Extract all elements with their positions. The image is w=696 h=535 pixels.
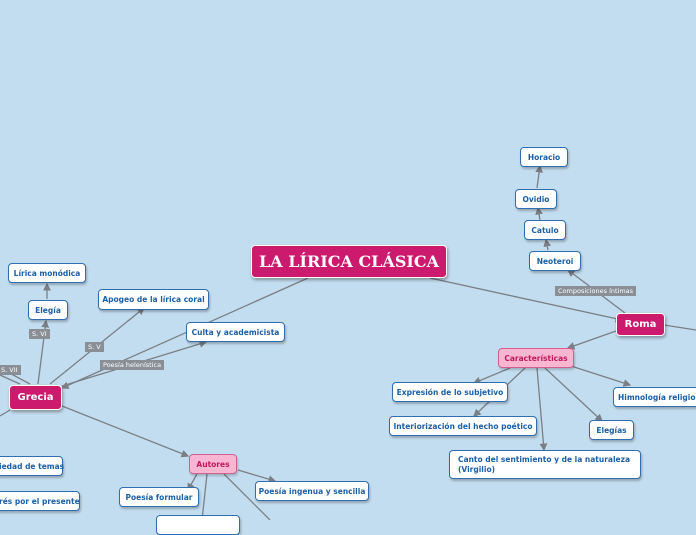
node-lirica-monodica[interactable]: Lírica monódica <box>8 263 86 283</box>
node-elegias[interactable]: Elegías <box>589 420 634 440</box>
branch-grecia[interactable]: Grecia <box>9 385 62 410</box>
tag-s-vii[interactable]: S. VII <box>0 365 21 375</box>
node-expresion-subjetivo[interactable]: Expresión de lo subjetivo <box>392 382 508 402</box>
node-neoteroi[interactable]: Neoteroi <box>529 251 581 271</box>
node-culta-academicista[interactable]: Culta y academicista <box>186 322 285 342</box>
node-interiorizacion[interactable]: Interiorización del hecho poético <box>389 416 537 436</box>
node-himnologia[interactable]: Himnología religios <box>613 387 696 407</box>
node-canto-sentimiento[interactable]: Canto del sentimiento y de la naturaleza… <box>449 450 641 479</box>
node-variedad-temas[interactable]: iedad de temas <box>0 456 64 476</box>
node-horacio[interactable]: Horacio <box>520 147 568 167</box>
node-caracteristicas[interactable]: Características <box>498 348 574 368</box>
node-interes-presente[interactable]: rés por el presente <box>0 491 80 511</box>
tag-composiciones-intimas[interactable]: Composiciones íntimas <box>555 286 637 296</box>
node-poesia-formular[interactable]: Poesía formular <box>119 487 199 507</box>
branch-roma[interactable]: Roma <box>616 313 665 336</box>
tag-poesia-helenistica[interactable]: Poesía helenística <box>100 360 165 370</box>
node-partial-bottom[interactable] <box>156 515 240 535</box>
node-apogeo-lirica-coral[interactable]: Apogeo de la lírica coral <box>98 289 209 310</box>
central-topic[interactable]: LA LÍRICA CLÁSICA <box>251 245 447 278</box>
node-autores[interactable]: Autores <box>189 454 237 474</box>
tag-s-v[interactable]: S. V <box>85 342 104 352</box>
node-ovidio[interactable]: Ovidio <box>515 189 557 209</box>
node-catulo[interactable]: Catulo <box>524 220 566 240</box>
node-elegia[interactable]: Elegía <box>28 300 68 320</box>
tag-s-vi[interactable]: S. VI <box>29 329 50 339</box>
node-poesia-ingenua[interactable]: Poesía ingenua y sencilla <box>255 481 369 501</box>
